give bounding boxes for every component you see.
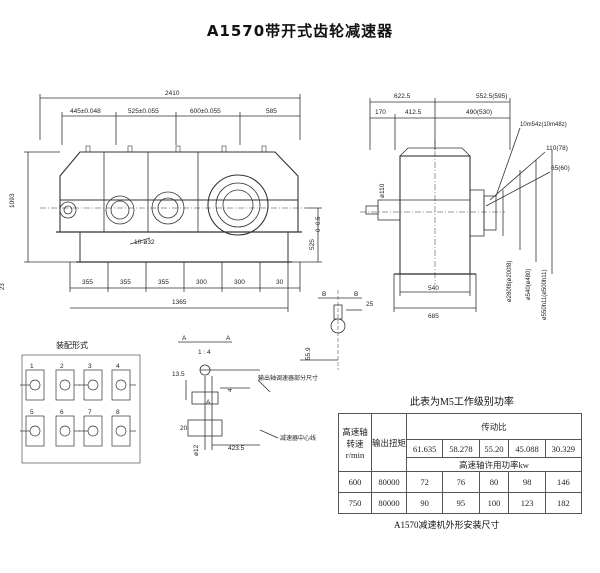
torque-cell: 80000 bbox=[371, 471, 407, 493]
dim-4: 4 bbox=[227, 388, 234, 392]
dim-12: ø12 bbox=[193, 444, 200, 456]
dim-bottom-2: 355 bbox=[120, 279, 131, 286]
power-cell: 123 bbox=[508, 492, 546, 514]
detail-scale: 1 : 4 bbox=[198, 349, 211, 356]
power-cell: 146 bbox=[544, 471, 583, 493]
torque-cell: 80000 bbox=[371, 492, 407, 514]
dim-side-2: 552.5(595) bbox=[476, 93, 507, 100]
shaft-fit: 10m54z(10m48z) bbox=[520, 122, 567, 128]
detail-a-left: A bbox=[182, 335, 187, 342]
assembly-num-7: 7 bbox=[88, 409, 92, 416]
dim-shaft-dia: ø110 bbox=[379, 183, 386, 198]
dim-110: 110(78) bbox=[546, 145, 568, 152]
side-mark: 23 bbox=[0, 283, 6, 290]
header-power: 高速轴许用功率kw bbox=[406, 457, 582, 472]
assembly-num-5: 5 bbox=[30, 409, 34, 416]
section-b-left: B bbox=[322, 291, 326, 298]
dim-65: 65(60) bbox=[551, 165, 570, 172]
dim-segment-3: 600±0.055 bbox=[190, 108, 221, 115]
dim-side-3: 170 bbox=[375, 109, 386, 116]
section-b-right: B bbox=[354, 291, 358, 298]
power-cell: 76 bbox=[442, 471, 480, 493]
dim-bottom-5: 300 bbox=[234, 279, 245, 286]
dim-height: 1093 bbox=[9, 193, 16, 208]
dim-vertical-1: ø280f8(ø200f8) bbox=[507, 261, 513, 302]
detail-a-mark: A bbox=[206, 399, 211, 406]
dim-width-inner: 540 bbox=[428, 285, 439, 292]
dim-bottom-4: 300 bbox=[196, 279, 207, 286]
speed-cell: 750 bbox=[338, 492, 372, 514]
dim-side-1: 622.5 bbox=[394, 93, 411, 100]
dim-vertical-3: ø550h11(ø500h11) bbox=[542, 270, 548, 320]
power-cell: 80 bbox=[478, 471, 510, 493]
header-torque: 输出扭矩 bbox=[371, 413, 407, 472]
ratio-cell: 45.088 bbox=[508, 439, 546, 458]
figure-caption: A1570减速机外形安装尺寸 bbox=[394, 520, 500, 530]
dim-bottom-6: 30 bbox=[276, 279, 284, 286]
assembly-title: 装配形式 bbox=[56, 341, 88, 350]
power-cell: 90 bbox=[405, 492, 444, 514]
dim-20: 20 bbox=[180, 425, 188, 432]
dim-vertical-2: ø540(ø480) bbox=[526, 269, 532, 300]
dim-segment-2: 525±0.055 bbox=[128, 108, 159, 115]
dim-base-length: 1365 bbox=[172, 299, 187, 306]
ratio-cell: 55.20 bbox=[478, 439, 510, 458]
dim-side-4: 412.5 bbox=[405, 109, 422, 116]
bolt-note: 10-ø32 bbox=[134, 239, 155, 246]
ratio-cell: 61.635 bbox=[405, 439, 444, 458]
dim-overall-length: 2410 bbox=[165, 90, 180, 97]
note-output: 输出轴调速器部分尺寸 bbox=[258, 374, 318, 382]
header-ratio: 传动比 bbox=[406, 413, 582, 440]
dim-55-9: 55.9 bbox=[305, 347, 312, 360]
dim-center-height: 525 bbox=[309, 239, 316, 250]
assembly-num-6: 6 bbox=[60, 409, 64, 416]
dim-bottom-1: 355 bbox=[82, 279, 93, 286]
speed-cell: 600 bbox=[338, 471, 372, 493]
dim-width-outer: 685 bbox=[428, 313, 439, 320]
dim-bottom-3: 355 bbox=[158, 279, 169, 286]
dim-side-5: 490(530) bbox=[466, 109, 492, 116]
assembly-num-1: 1 bbox=[30, 363, 34, 370]
dim-25: 25 bbox=[366, 301, 374, 308]
power-cell: 100 bbox=[478, 492, 510, 514]
assembly-num-8: 8 bbox=[116, 409, 120, 416]
ratio-cell: 30.329 bbox=[544, 439, 583, 458]
header-speed: 高速轴转速r/min bbox=[338, 413, 372, 472]
dim-423-5: 423.5 bbox=[228, 445, 245, 452]
table-row: 750 80000 90 95 100 123 182 bbox=[338, 492, 583, 514]
assembly-num-2: 2 bbox=[60, 363, 64, 370]
note-center: 减速器中心线 bbox=[280, 434, 316, 442]
drawing-title: A1570带开式齿轮减速器 bbox=[206, 22, 394, 40]
performance-caption: 此表为M5工作级别功率 bbox=[410, 397, 514, 408]
assembly-num-3: 3 bbox=[88, 363, 92, 370]
dim-13-5: 13.5 bbox=[172, 371, 185, 378]
dim-center-height-tol: 0 -0.5 bbox=[316, 216, 322, 232]
dim-segment-4: 585 bbox=[266, 108, 277, 115]
dim-segment-1: 445±0.048 bbox=[70, 108, 101, 115]
table-row: 600 80000 72 76 80 98 146 bbox=[338, 471, 583, 493]
power-cell: 72 bbox=[405, 471, 444, 493]
power-cell: 98 bbox=[508, 471, 546, 493]
assembly-num-4: 4 bbox=[116, 363, 120, 370]
detail-a-right: A bbox=[226, 335, 231, 342]
performance-table: 高速轴转速r/min 输出扭矩 传动比 61.635 58.278 55.20 … bbox=[338, 413, 583, 514]
power-cell: 95 bbox=[442, 492, 480, 514]
power-cell: 182 bbox=[544, 492, 583, 514]
ratio-cell: 58.278 bbox=[442, 439, 480, 458]
